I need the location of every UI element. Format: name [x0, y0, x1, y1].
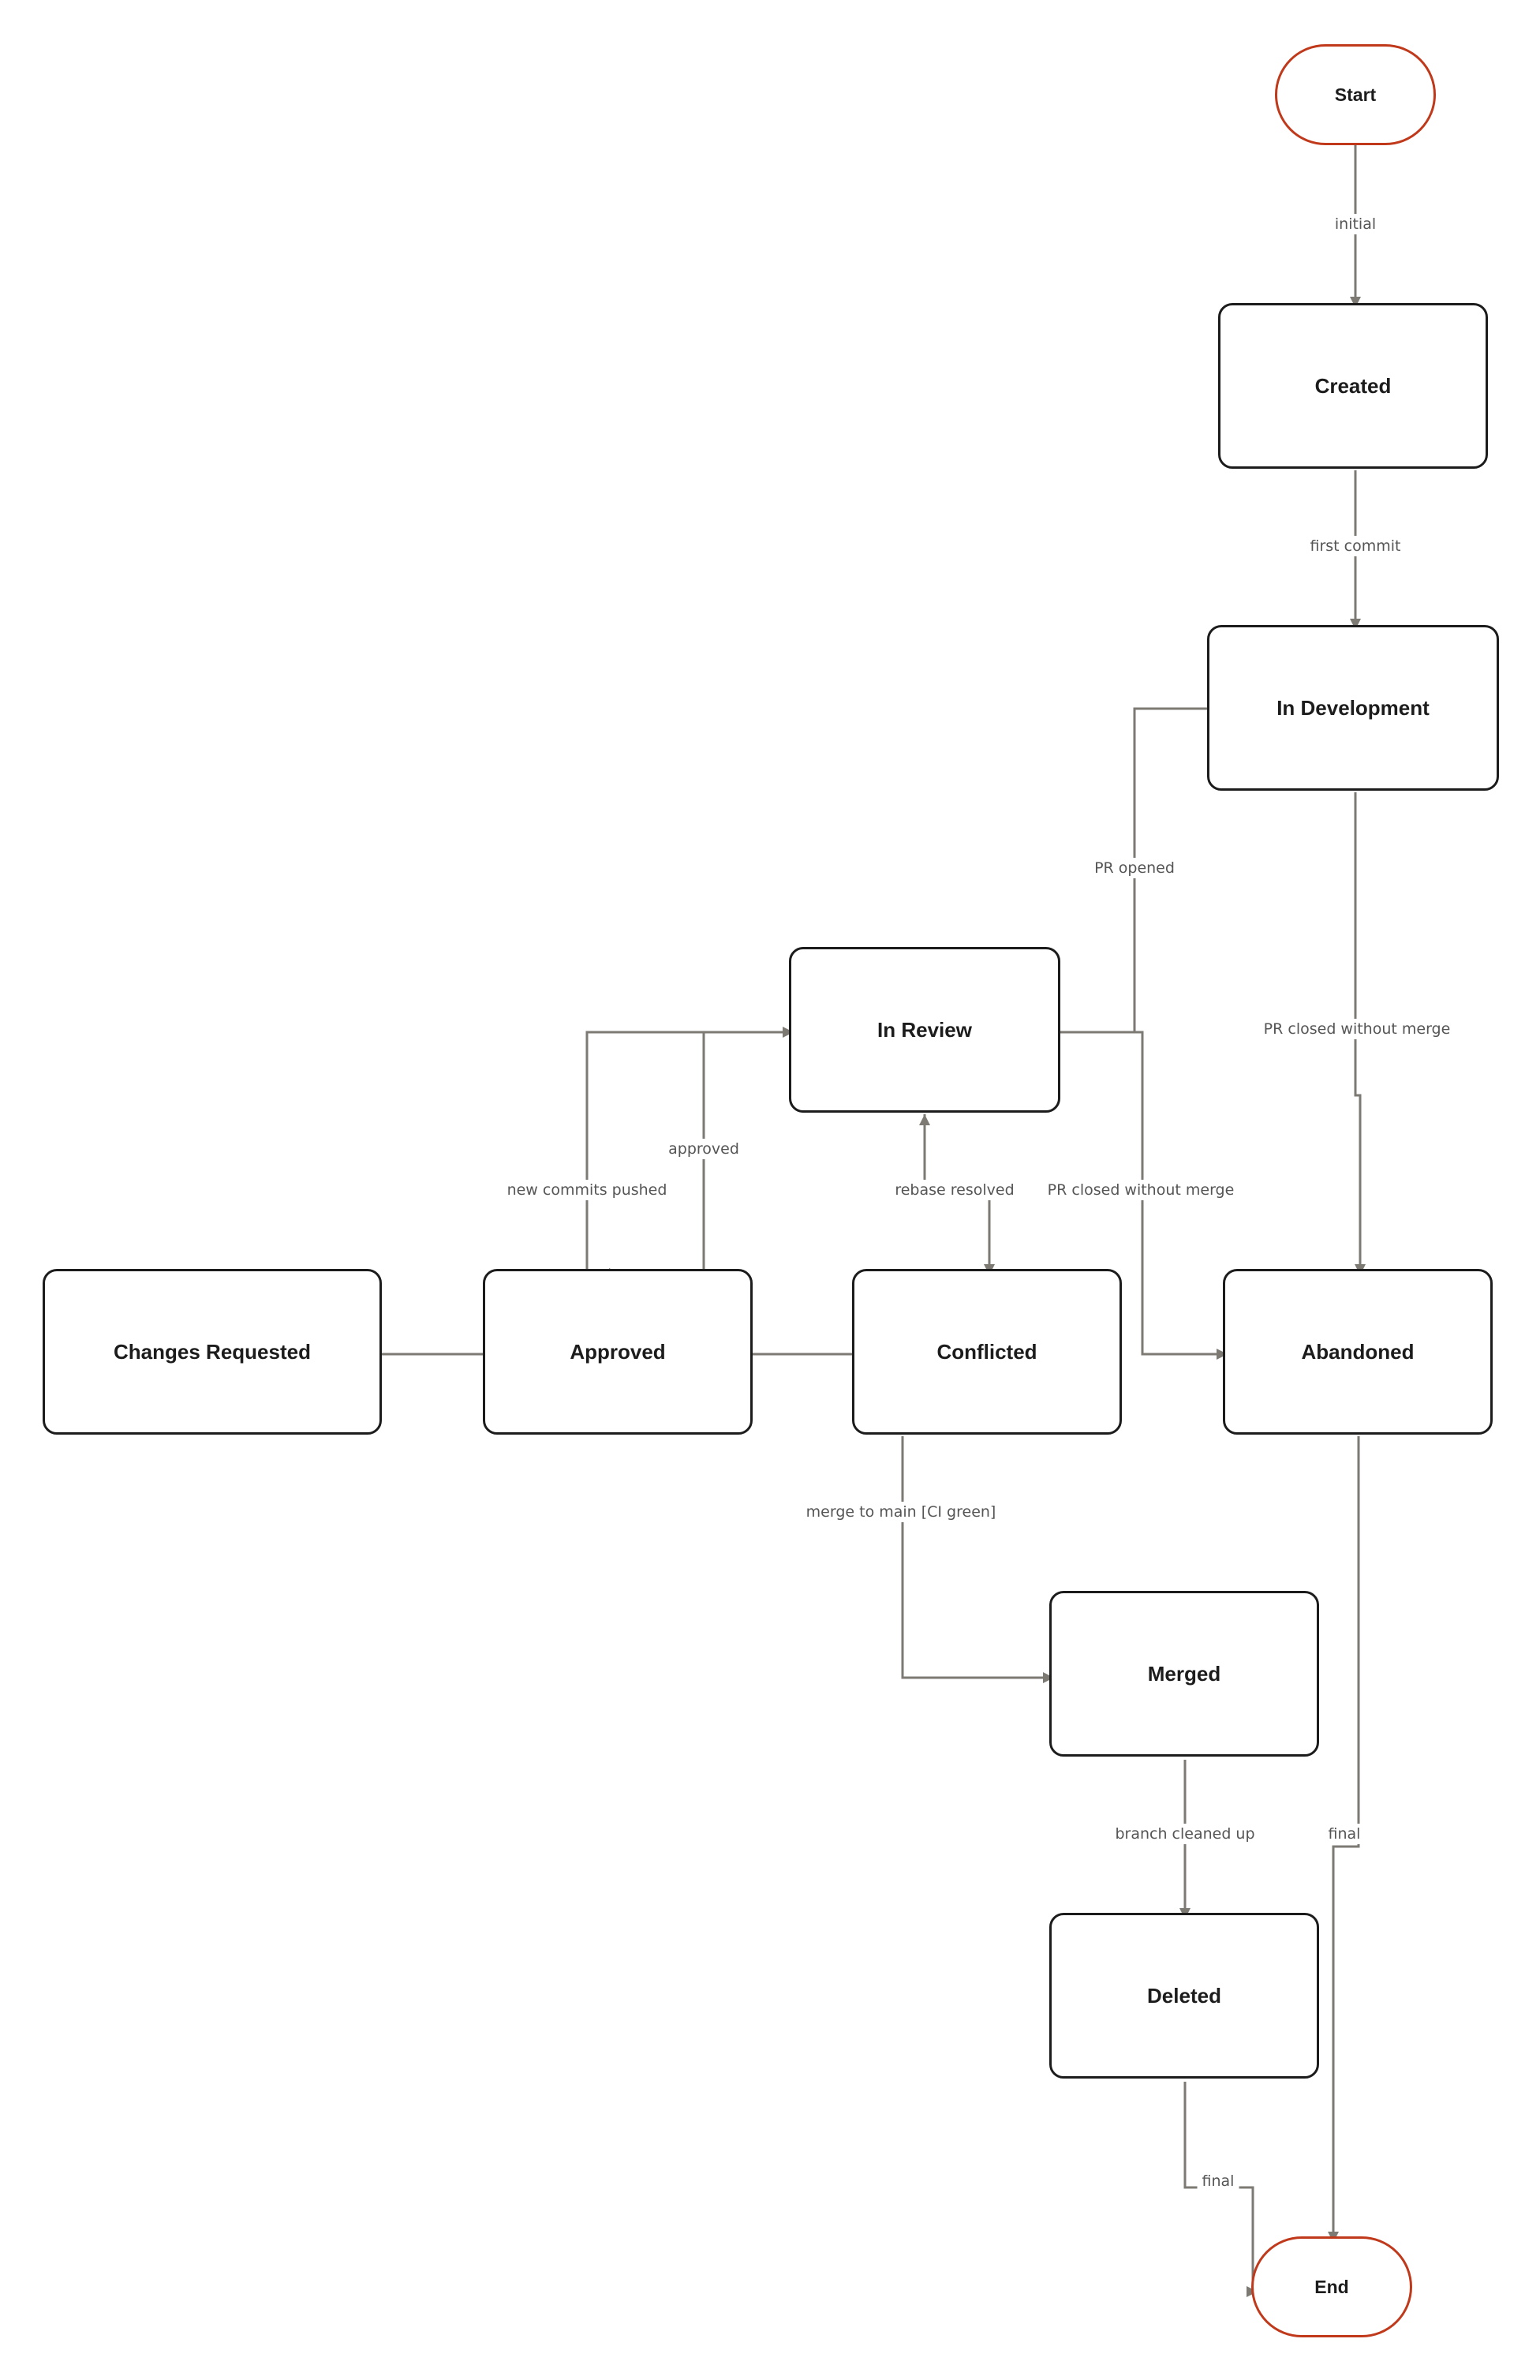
deleted-node[interactable]: Deleted: [1049, 1913, 1319, 2079]
edge-label-pr-closed-from-review: PR closed without merge: [1042, 1180, 1239, 1200]
abandoned-label: Abandoned: [1301, 1339, 1415, 1364]
start-node[interactable]: Start: [1275, 44, 1436, 145]
edge-merge-to-main: [901, 1436, 1054, 1683]
edge-label-approved: approved: [663, 1139, 744, 1159]
conflicted-node[interactable]: Conflicted: [852, 1269, 1122, 1435]
abandoned-node[interactable]: Abandoned: [1223, 1269, 1493, 1435]
conflicted-label: Conflicted: [936, 1339, 1037, 1364]
approved-node[interactable]: Approved: [483, 1269, 753, 1435]
edge-label-pr-closed-from-development: PR closed without merge: [1258, 1019, 1456, 1039]
edge-label-first-commit: first commit: [1305, 536, 1406, 556]
end-label: End: [1314, 2276, 1349, 2297]
edge-label-final-from-deleted: final: [1197, 2171, 1239, 2191]
edge-label-initial: initial: [1329, 214, 1381, 234]
edge-final-from-abandoned: [1328, 1436, 1360, 2243]
in-development-label: In Development: [1276, 695, 1430, 720]
start-label: Start: [1334, 84, 1377, 105]
in-development-node[interactable]: In Development: [1207, 625, 1499, 791]
edge-label-merge-to-main: merge to main [CI green]: [801, 1502, 1001, 1522]
created-node[interactable]: Created: [1218, 303, 1488, 469]
edge-label-final-from-abandoned: final: [1323, 1824, 1366, 1844]
created-label: Created: [1314, 373, 1392, 398]
approved-label: Approved: [570, 1339, 666, 1364]
edge-pr-closed-from-development: [1354, 792, 1366, 1275]
merged-label: Merged: [1147, 1661, 1221, 1686]
edge-label-branch-cleaned-up: branch cleaned up: [1110, 1824, 1260, 1844]
changes-requested-label: Changes Requested: [114, 1339, 311, 1364]
in-review-node[interactable]: In Review: [789, 947, 1060, 1113]
changes-requested-node[interactable]: Changes Requested: [43, 1269, 382, 1435]
in-review-label: In Review: [877, 1017, 972, 1042]
edge-label-new-commits-pushed: new commits pushed: [502, 1180, 672, 1200]
end-node[interactable]: End: [1251, 2236, 1412, 2337]
edge-label-pr-opened: PR opened: [1090, 858, 1179, 878]
edge-label-rebase-resolved: rebase resolved: [890, 1180, 1019, 1200]
merged-node[interactable]: Merged: [1049, 1591, 1319, 1757]
deleted-label: Deleted: [1147, 1983, 1221, 2008]
